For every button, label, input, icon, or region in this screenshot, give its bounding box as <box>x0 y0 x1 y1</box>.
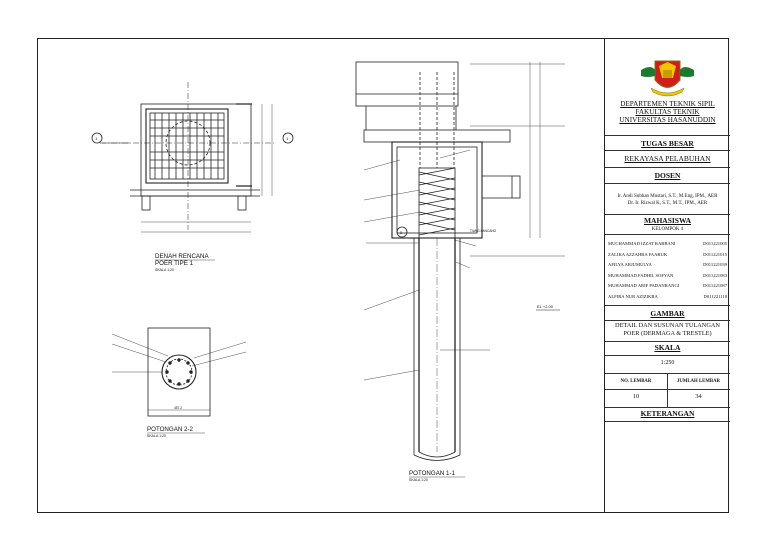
university-logo <box>605 58 730 98</box>
plan-view <box>91 82 294 233</box>
section-2-2-title: POTONGAN 2-2 <box>147 426 194 433</box>
no-lembar-value: 10 <box>632 393 640 400</box>
dosen-heading: DOSEN <box>654 171 681 180</box>
dim-457: 457.2 <box>174 406 182 410</box>
task-name: REKAYASA PELABUHAN <box>624 154 711 163</box>
department-block: DEPARTEMEN TEKNIK SIPIL FAKULTAS TEKNIK … <box>605 100 730 124</box>
section-2-2 <box>111 327 247 417</box>
dept-line-1: DEPARTEMEN TEKNIK SIPIL <box>620 100 715 108</box>
dept-line-3: UNIVERSITAS HASANUDDIN <box>619 116 716 124</box>
section-1-1-scale: SKALA 1:20 <box>409 478 428 482</box>
gambar-line-1: DETAIL DAN SUSUNAN TULANGAN <box>615 322 720 329</box>
gambar-line-2: POER (DERMAGA & TRESTLE) <box>623 330 712 337</box>
skala-value: 1:250 <box>660 360 675 366</box>
plan-subtitle: POER TIPE 1 <box>155 260 194 267</box>
sheet-number-table: NO. LEMBAR JUMLAH LEMBAR 10 34 <box>605 373 730 407</box>
jumlah-lembar-value: 34 <box>695 393 702 400</box>
drawing-sheet-border <box>37 38 729 513</box>
marker-2: 2 <box>400 230 403 235</box>
marker-1-right: 1 <box>286 136 289 141</box>
dosen-2: Dr. Ir. Rizwal K, S.T., M.T., IPM., AER <box>627 201 708 206</box>
skala-heading: SKALA <box>654 343 681 352</box>
task-heading: TUGAS BESAR <box>641 139 694 148</box>
pile-label: TIANG PANCANG <box>470 229 497 233</box>
gambar-heading: GAMBAR <box>650 309 685 318</box>
section-1-1-title: POTONGAN 1-1 <box>409 470 456 477</box>
section-2-2-scale: SKALA 1:20 <box>147 434 166 438</box>
mahasiswa-heading: MAHASISWA <box>643 216 692 225</box>
no-lembar-label: NO. LEMBAR <box>620 379 652 384</box>
keterangan-heading: KETERANGAN <box>640 409 695 418</box>
drawing-area: DENAH RENCANA POER TIPE 1 SKALA 1:20 POT… <box>91 61 565 482</box>
plan-scale: SKALA 1:20 <box>155 268 174 272</box>
marker-1-left: 1 <box>95 136 98 141</box>
title-block: DEPARTEMEN TEKNIK SIPIL FAKULTAS TEKNIK … <box>604 38 730 513</box>
elevation-label: EL +2.00 <box>537 304 554 309</box>
dept-line-2: FAKULTAS TEKNIK <box>635 108 700 116</box>
jumlah-lembar-label: JUMLAH LEMBAR <box>676 379 721 384</box>
dosen-1: Ir. Andi Subhan Mustari, S.T., M.Eng, IP… <box>617 194 718 199</box>
plan-title: DENAH RENCANA <box>155 253 210 260</box>
kelompok-label: KELOMPOK 4 <box>651 227 684 232</box>
section-1-1 <box>355 61 565 461</box>
